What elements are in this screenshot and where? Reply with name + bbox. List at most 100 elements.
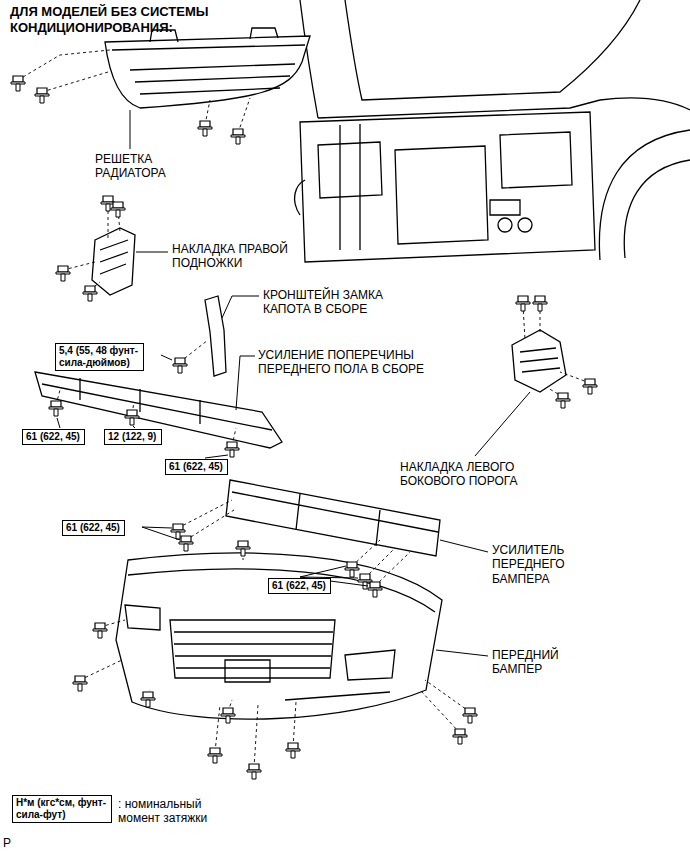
torque-box: 61 (622, 45) xyxy=(62,520,125,536)
diagram-title: ДЛЯ МОДЕЛЕЙ БЕЗ СИСТЕМЫ КОНДИЦИОНИРОВАНИ… xyxy=(10,4,225,35)
illustration-line xyxy=(236,541,250,556)
torque-value: 61 (622, 45) xyxy=(66,522,121,534)
illustration-line xyxy=(599,130,690,260)
illustration-line xyxy=(57,418,60,428)
illustration-line xyxy=(425,680,470,712)
illustration-line xyxy=(395,146,488,244)
torque-box: 61 (622, 45) xyxy=(165,459,228,475)
torque-value: 5,4 (55, 48 фунт-сила-дюймов) xyxy=(59,345,140,369)
illustration-line xyxy=(105,36,310,108)
illustration-line xyxy=(500,132,572,188)
illustration-line xyxy=(286,743,300,758)
torque-box: 5,4 (55, 48 фунт-сила-дюймов) xyxy=(55,343,144,371)
illustration-line xyxy=(92,228,135,295)
illustration-line xyxy=(300,112,595,262)
part-label: ПЕРЕДНИЙ БАМПЕР xyxy=(492,648,582,677)
illustration-line xyxy=(35,88,49,103)
illustration-line xyxy=(128,569,435,612)
illustration-line xyxy=(116,553,442,719)
illustration-line xyxy=(295,180,305,215)
illustration-line xyxy=(436,650,488,656)
illustration-line xyxy=(133,426,135,428)
part-label: P xyxy=(3,836,23,850)
illustration-line xyxy=(170,620,335,678)
illustration-line xyxy=(56,266,70,281)
illustration-line xyxy=(498,218,512,232)
illustration-line xyxy=(516,296,530,311)
illustration-line xyxy=(440,540,488,552)
illustration-line xyxy=(345,650,395,680)
illustration-line xyxy=(600,98,690,110)
illustration-line xyxy=(345,562,359,577)
illustration-line xyxy=(318,100,600,118)
torque-box: 12 (122, 9) xyxy=(104,429,162,445)
illustration-line xyxy=(583,379,597,394)
illustration-line xyxy=(463,708,477,723)
legend-text: : номинальный момент затяжки xyxy=(118,797,233,826)
illustration-line xyxy=(174,632,333,668)
illustration-line xyxy=(178,500,232,528)
illustration-line xyxy=(340,124,360,250)
illustration-line xyxy=(318,142,382,198)
torque-box: 61 (622, 45) xyxy=(22,429,85,445)
illustration-line xyxy=(254,705,258,768)
illustration-line xyxy=(238,98,250,133)
illustration-line xyxy=(125,605,160,630)
illustration-line xyxy=(232,492,438,546)
illustration-line xyxy=(42,72,108,92)
illustration-line xyxy=(475,392,530,456)
illustration-line xyxy=(236,356,255,410)
illustration-line xyxy=(293,702,296,747)
torque-box: 61 (622, 45) xyxy=(268,578,331,594)
illustration-line xyxy=(215,705,220,752)
illustration-line xyxy=(247,764,261,779)
part-label: УСИЛЕНИЕ ПОПЕРЕЧИНЫ ПЕРЕДНЕГО ПОЛА В СБО… xyxy=(258,348,458,377)
part-label: КРОНШТЕЙН ЗАМКА КАПОТА В СБОРЕ xyxy=(263,288,413,317)
illustration-line xyxy=(83,286,97,301)
illustration-line xyxy=(161,355,172,360)
torque-value: 12 (122, 9) xyxy=(108,431,158,443)
part-label: НАКЛАДКА ЛЕВОГО БОКОВОГО ПОРОГА xyxy=(400,460,560,489)
illustration-line xyxy=(375,552,410,586)
illustration-line xyxy=(345,0,640,100)
illustration-line xyxy=(142,527,180,540)
illustration-line xyxy=(231,129,245,144)
illustration-line xyxy=(198,121,212,136)
illustration-line xyxy=(226,480,440,556)
illustration-line xyxy=(453,729,467,744)
illustration-line xyxy=(186,510,234,540)
torque-value: 61 (622, 45) xyxy=(272,580,327,592)
illustration-line xyxy=(179,536,193,551)
illustration-line xyxy=(205,455,228,458)
illustration-line xyxy=(208,748,222,763)
illustration-line xyxy=(520,348,560,372)
illustration-line xyxy=(624,160,690,258)
illustration-line xyxy=(130,110,131,149)
illustration-line xyxy=(93,623,107,638)
illustration-line xyxy=(368,582,382,597)
illustration-line xyxy=(125,410,139,425)
illustration-line xyxy=(80,660,122,680)
illustration-line xyxy=(490,200,520,215)
illustration-line xyxy=(420,690,460,733)
part-label: УСИЛИТЕЛЬ ПЕРЕДНЕГО БАМПЕРА xyxy=(492,543,602,586)
torque-box: Н*м (кгс*см, фунт-сила-фут) xyxy=(12,795,112,823)
illustration-line xyxy=(112,45,305,94)
illustration-line xyxy=(556,393,570,408)
illustration-line xyxy=(225,660,270,682)
torque-value: 61 (622, 45) xyxy=(169,461,224,473)
illustration-line xyxy=(173,358,187,373)
illustration-line xyxy=(141,692,155,707)
illustration-line xyxy=(136,252,168,253)
illustration-line xyxy=(533,296,547,311)
illustration-line xyxy=(111,202,125,217)
illustration-line xyxy=(512,330,566,392)
illustration-line xyxy=(205,296,226,376)
illustration-line xyxy=(73,676,87,691)
illustration-line xyxy=(100,240,128,274)
illustration-line xyxy=(518,218,532,232)
illustration-line xyxy=(222,296,259,318)
illustration-line xyxy=(11,76,25,91)
